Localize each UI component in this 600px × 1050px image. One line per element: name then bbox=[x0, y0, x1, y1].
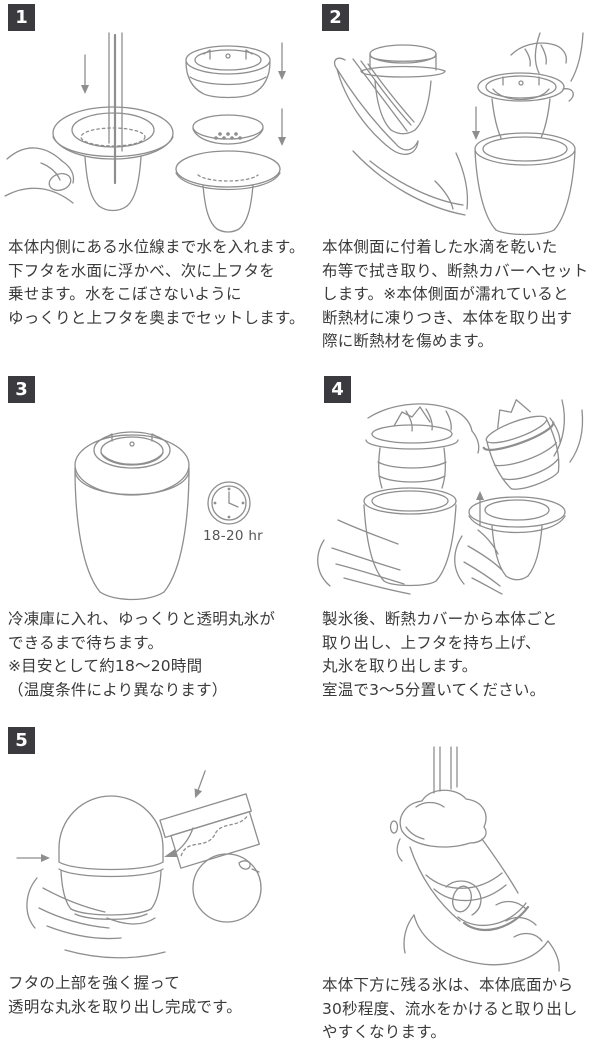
ice-cup-body bbox=[482, 399, 560, 490]
down-arrow-icon bbox=[472, 106, 480, 140]
step-2-section: 2 bbox=[300, 0, 600, 370]
down-arrow-icon bbox=[278, 42, 286, 80]
right-arrow-icon bbox=[16, 854, 50, 862]
step-1-illustration bbox=[4, 32, 295, 233]
step-1-number-badge: 1 bbox=[8, 4, 35, 31]
funnel-cup bbox=[52, 106, 174, 212]
ice-ball bbox=[192, 853, 262, 923]
step-5-number-badge: 5 bbox=[8, 727, 35, 754]
ice-cup-body bbox=[409, 838, 530, 931]
rinse-note-text: 本体下方に残る氷は、本体底面から 30秒程度、流水をかけると取り出し やすくなり… bbox=[322, 976, 578, 1041]
clock-icon bbox=[207, 481, 251, 525]
down-arrow-icon bbox=[194, 770, 206, 799]
step-5-section: 5 bbox=[0, 725, 300, 1050]
step-4-number-badge: 4 bbox=[324, 376, 351, 403]
step-4-section: 4 bbox=[300, 370, 600, 725]
water-stream bbox=[433, 746, 458, 794]
down-arrow-icon bbox=[81, 54, 89, 94]
step-3-illustration bbox=[20, 420, 280, 605]
ice-cup-body bbox=[365, 406, 459, 489]
step-2-text: 本体側面に付着した水滴を乾いた 布等で拭き取り、断熱カバーへセット します。※本… bbox=[322, 238, 589, 350]
round-mold bbox=[58, 795, 164, 920]
freeze-time-label: 18-20 hr bbox=[203, 528, 264, 544]
hand bbox=[26, 877, 166, 959]
rinse-note-section: 本体下方に残る氷は、本体底面から 30秒程度、流水をかけると取り出し やすくなり… bbox=[300, 725, 600, 1050]
hand bbox=[317, 519, 411, 595]
down-arrow-icon bbox=[278, 108, 286, 146]
step-1-text: 本体内側にある水位線まで水を入れます。 下フタを水面に浮かべ、次に上フタを 乗せ… bbox=[8, 238, 305, 327]
water-stream bbox=[108, 32, 123, 185]
step-3-number-badge: 3 bbox=[8, 376, 35, 403]
ice-cup-body bbox=[477, 72, 574, 139]
lower-lid bbox=[192, 114, 264, 145]
step-2-number-badge: 2 bbox=[322, 4, 349, 31]
step-5-illustration bbox=[15, 770, 285, 970]
rinse-illustration bbox=[350, 746, 590, 972]
step-5-text: フタの上部を強く握って 透明な丸氷を取り出し完成です。 bbox=[8, 974, 242, 1016]
hand bbox=[352, 150, 469, 216]
hand bbox=[510, 32, 584, 82]
hand bbox=[549, 399, 584, 463]
inner-lid bbox=[93, 431, 171, 469]
step-3-text: 冷凍庫に入れ、ゆっくりと透明丸氷が できるまで待ちます。 ※目安として約18～2… bbox=[8, 610, 276, 699]
hand bbox=[367, 403, 480, 454]
cloth bbox=[333, 57, 419, 155]
insulated-cover bbox=[74, 434, 190, 601]
mold-lid-box bbox=[159, 793, 260, 869]
hand bbox=[4, 147, 75, 204]
water-splash bbox=[389, 789, 487, 862]
funnel-cup bbox=[468, 496, 566, 581]
funnel-cup bbox=[175, 150, 281, 233]
step-1-section: 1 bbox=[0, 0, 305, 370]
left-arrow-icon bbox=[164, 827, 194, 857]
ice-cup-body bbox=[360, 44, 446, 135]
step-4-text: 製氷後、断熱カバーから本体ごと 取り出し、上フタを持ち上げ、 丸氷を取り出します… bbox=[322, 610, 558, 699]
step-3-section: 3 bbox=[0, 370, 300, 725]
hand bbox=[454, 529, 503, 595]
insulated-cover bbox=[474, 132, 576, 236]
upper-lid bbox=[185, 45, 271, 99]
step-4-illustration bbox=[310, 398, 590, 598]
hand bbox=[403, 880, 560, 972]
step-2-illustration bbox=[315, 32, 595, 238]
